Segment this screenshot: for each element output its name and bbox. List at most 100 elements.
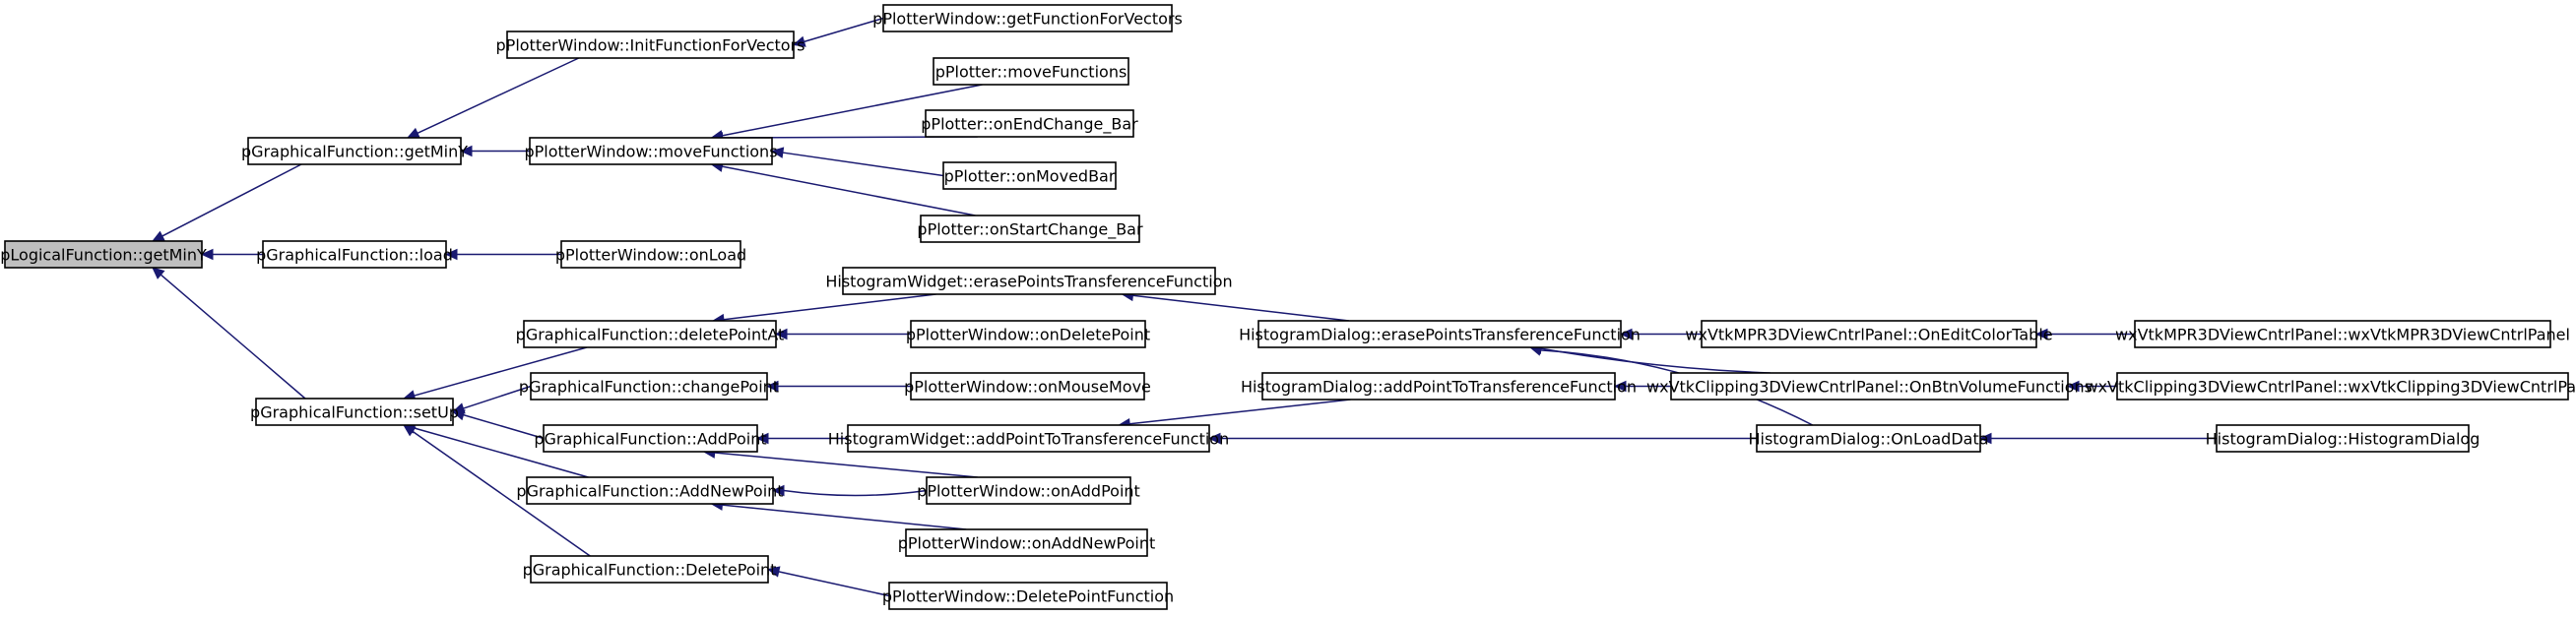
edge-pw_moveFunctions-to-gf_getMinY: [459, 145, 531, 157]
node-clip-OnBtn[interactable]: wxVtkClipping3DViewCntrlPanel::OnBtnVolu…: [1646, 372, 2093, 401]
node-clip-ctor[interactable]: wxVtkClipping3DViewCntrlPanel::wxVtkClip…: [2085, 372, 2576, 401]
edge-pw_onLoad-to-gf_load: [444, 248, 561, 261]
edge-hw_erase-to-gf_deletePointAt: [711, 293, 936, 326]
arrow-head-icon: [2034, 328, 2048, 340]
node-pw-moveFunctions[interactable]: pPlotterWindow::moveFunctions: [524, 137, 778, 165]
node-label: wxVtkMPR3DViewCntrlPanel::OnEditColorTab…: [1685, 326, 2052, 344]
arrow-head-icon: [755, 432, 769, 445]
node-mpr-ctor[interactable]: wxVtkMPR3DViewCntrlPanel::wxVtkMPR3DView…: [2115, 320, 2570, 348]
node-gf-getMinY[interactable]: pGraphicalFunction::getMinY: [241, 137, 468, 165]
node-pw-getFV[interactable]: pPlotterWindow::getFunctionForVectors: [872, 4, 1183, 32]
node-pp-moveFunctions[interactable]: pPlotter::moveFunctions: [933, 57, 1129, 86]
node-gf-setUp[interactable]: pGraphicalFunction::setUp: [250, 398, 459, 426]
node-gf-AddNewPoint[interactable]: pGraphicalFunction::AddNewPoint: [516, 476, 784, 505]
node-box: [1756, 424, 1981, 453]
node-label: pGraphicalFunction::setUp: [250, 403, 459, 422]
node-label: pGraphicalFunction::changePoint: [519, 378, 779, 397]
arrow-head-icon: [792, 35, 806, 47]
node-hd-OnLoadData[interactable]: HistogramDialog::OnLoadData: [1748, 424, 1989, 453]
node-hw-erase[interactable]: HistogramWidget::erasePointsTransference…: [825, 267, 1233, 295]
node-hw-addPoint[interactable]: HistogramWidget::addPointToTransferenceF…: [828, 424, 1229, 453]
node-box: [2216, 424, 2470, 453]
node-box: [529, 137, 773, 165]
arrow-head-icon: [2066, 380, 2080, 393]
edge-line: [160, 274, 306, 400]
edge-line: [161, 163, 302, 237]
arrow-head-icon: [152, 267, 165, 279]
node-pp-onMovedBar[interactable]: pPlotter::onMovedBar: [942, 161, 1117, 190]
node-hd-addPoint[interactable]: HistogramDialog::addPointToTransferenceF…: [1241, 372, 1637, 401]
edge-line: [1132, 294, 1350, 322]
edge-clip_OnBtn-to-hd_addPoint: [1613, 380, 1672, 393]
edge-line: [463, 385, 532, 409]
arrow-head-icon: [771, 484, 785, 497]
node-box: [1261, 372, 1616, 401]
node-label: pGraphicalFunction::getMinY: [241, 143, 468, 161]
node-box: [1701, 320, 2037, 348]
arrow-head-icon: [1978, 432, 1992, 445]
node-label: pPlotterWindow::onLoad: [555, 246, 746, 265]
node-box: [255, 398, 454, 426]
edge-gf_getMinY-to-root: [151, 163, 302, 242]
edge-hd_OnLoadData-to-hw_addPoint: [1207, 432, 1757, 445]
edge-line: [1129, 399, 1351, 425]
node-label: HistogramDialog::erasePointsTransference…: [1239, 326, 1641, 344]
edge-line: [714, 452, 978, 478]
edge-hd_ctor-to-hd_OnLoadData: [1978, 432, 2217, 445]
edge-pw_onDeletePoint-to-gf_deletePointAt: [774, 328, 911, 340]
node-box: [1670, 372, 2069, 401]
edge-line: [417, 57, 580, 135]
node-label: pPlotterWindow::onDeletePoint: [906, 326, 1150, 344]
edge-line: [722, 165, 976, 216]
node-pw-onLoad[interactable]: pPlotterWindow::onLoad: [555, 240, 746, 269]
node-pw-initFV[interactable]: pPlotterWindow::InitFunctionForVectors: [496, 31, 805, 59]
node-label: wxVtkClipping3DViewCntrlPanel::wxVtkClip…: [2085, 378, 2576, 397]
node-box: [910, 372, 1145, 401]
edge-line: [783, 489, 928, 497]
arrow-head-icon: [406, 127, 420, 139]
node-root[interactable]: pLogicalFunction::getMinY: [0, 240, 207, 269]
node-label: pPlotter::onEndChange_Bar: [921, 115, 1138, 135]
arrow-head-icon: [200, 248, 214, 261]
node-box: [1257, 320, 1622, 348]
node-label: pPlotterWindow::getFunctionForVectors: [872, 10, 1183, 29]
node-label: pPlotter::moveFunctions: [935, 63, 1127, 82]
node-mpr-OnEdit[interactable]: wxVtkMPR3DViewCntrlPanel::OnEditColorTab…: [1685, 320, 2053, 348]
node-pw-onAddPoint[interactable]: pPlotterWindow::onAddPoint: [917, 476, 1140, 505]
edge-line: [722, 84, 983, 137]
node-pw-onDeletePoint[interactable]: pPlotterWindow::onDeletePoint: [906, 320, 1150, 348]
node-label: pLogicalFunction::getMinY: [0, 246, 207, 265]
node-box: [4, 240, 203, 269]
edge-gf_AddPoint-to-gf_setUp: [451, 409, 545, 440]
edge-line: [412, 430, 591, 557]
edge-line: [1540, 347, 1771, 374]
node-label: pGraphicalFunction::AddPoint: [534, 430, 766, 449]
node-gf-AddPoint[interactable]: pGraphicalFunction::AddPoint: [534, 424, 767, 453]
node-gf-DeletePoint[interactable]: pGraphicalFunction::DeletePoint: [523, 555, 777, 584]
arrow-head-icon: [774, 328, 788, 340]
edge-line: [463, 413, 545, 440]
node-box: [905, 528, 1148, 557]
node-box: [2116, 372, 2569, 401]
node-hd-erase[interactable]: HistogramDialog::erasePointsTransference…: [1239, 320, 1641, 348]
node-label: pPlotterWindow::onAddNewPoint: [898, 534, 1156, 553]
node-pw-onMouseMove[interactable]: pPlotterWindow::onMouseMove: [904, 372, 1151, 401]
node-box: [842, 267, 1216, 295]
node-box: [942, 161, 1117, 190]
node-gf-deletePointAt[interactable]: pGraphicalFunction::deletePointAt: [516, 320, 785, 348]
node-hd-ctor[interactable]: HistogramDialog::HistogramDialog: [2206, 424, 2480, 453]
edge-line: [782, 152, 944, 177]
node-box: [882, 4, 1173, 32]
node-pp-onStartChange[interactable]: pPlotter::onStartChange_Bar: [917, 215, 1143, 243]
node-label: HistogramDialog::OnLoadData: [1748, 430, 1988, 449]
node-pp-onEndChange[interactable]: pPlotter::onEndChange_Bar: [921, 109, 1138, 138]
node-box: [530, 372, 768, 401]
node-label: pPlotterWindow::onMouseMove: [904, 378, 1151, 397]
node-gf-changePoint[interactable]: pGraphicalFunction::changePoint: [519, 372, 779, 401]
node-pw-onAddNewPoint[interactable]: pPlotterWindow::onAddNewPoint: [898, 528, 1156, 557]
arrow-head-icon: [451, 409, 466, 421]
edge-pw_getFV-to-pw_initFV: [792, 17, 884, 47]
node-pw-DeletePointFunction[interactable]: pPlotterWindow::DeletePointFunction: [882, 582, 1174, 610]
edge-mpr_OnEdit-to-hd_erase: [1619, 328, 1702, 340]
node-gf-load[interactable]: pGraphicalFunction::load: [256, 240, 453, 269]
